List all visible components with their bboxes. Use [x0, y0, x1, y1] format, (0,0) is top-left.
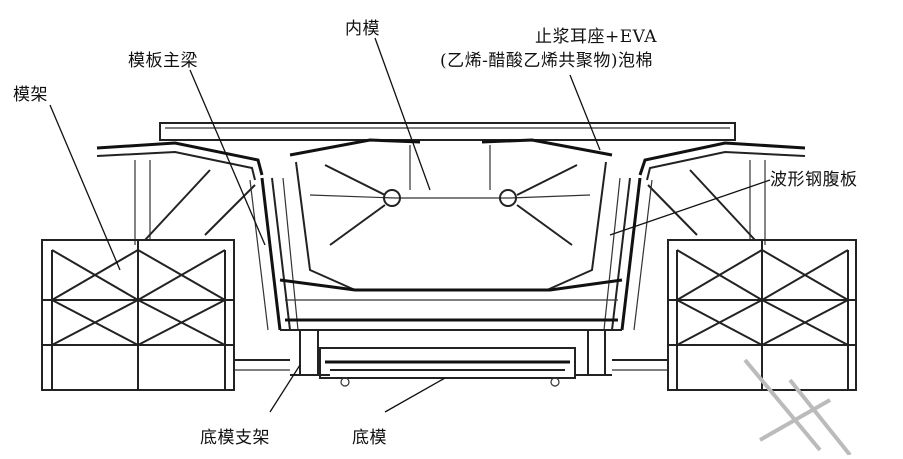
- label-grout-seat-line1: 止浆耳座+EVA: [535, 27, 658, 47]
- right-wing-form: [638, 141, 806, 245]
- label-corrugated-steel-web: 波形钢腹板: [770, 170, 858, 190]
- label-bottom-mold: 底模: [352, 428, 387, 448]
- label-grout-seat-line2: (乙烯-醋酸乙烯共聚物)泡棉: [440, 51, 654, 71]
- left-frame-truss: [41, 239, 290, 391]
- inner-mold-shape: [289, 138, 613, 291]
- right-web: [603, 177, 653, 331]
- top-slab: [159, 122, 736, 141]
- left-web: [249, 177, 299, 331]
- left-wing-form: [96, 141, 264, 245]
- bottom-mold-assembly: [290, 330, 612, 387]
- label-formwork-frame: 模架: [13, 85, 48, 105]
- bottom-slab: [279, 278, 623, 331]
- right-frame-truss: [612, 239, 857, 391]
- label-formwork-main-beam: 模板主梁: [128, 51, 198, 71]
- leader-lines: [49, 37, 771, 413]
- label-inner-mold: 内模: [345, 19, 380, 39]
- label-bottom-mold-support: 底模支架: [200, 428, 270, 448]
- watermark-strokes: [743, 358, 852, 457]
